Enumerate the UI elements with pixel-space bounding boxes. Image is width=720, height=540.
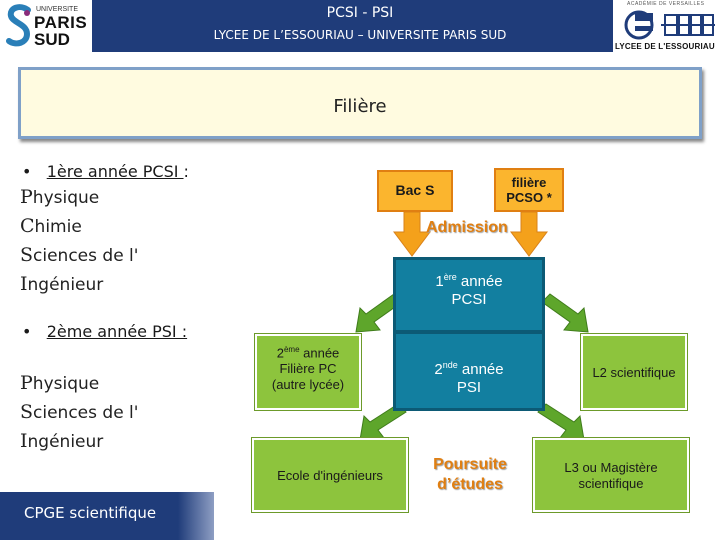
l2-box: L2 scientifique (580, 333, 688, 411)
poursuite-label: Poursuite d’études (410, 455, 530, 501)
subject-physique-2: Physique (20, 372, 100, 394)
ecole-label: Ecole d'ingénieurs (277, 468, 383, 483)
logo-universite-text: UNIVERSITE (36, 6, 79, 13)
footer-bar-left (0, 492, 14, 540)
l2-label: L2 scientifique (592, 365, 676, 380)
paris-sud-logo: UNIVERSITE PARIS SUD (0, 0, 92, 52)
year1-heading: • 1ère année PCSI : (22, 162, 189, 181)
logo-paris-text: PARIS (34, 13, 88, 32)
paris-sud-s-icon (6, 4, 31, 47)
year1-heading-text: 1ère année PCSI (46, 162, 184, 181)
subject-sciences-2: Sciences de l' (20, 401, 139, 423)
bac-s-label: Bac S (395, 182, 435, 198)
pc-line3: (autre lycée) (271, 377, 345, 393)
subject-sciences-1: Sciences de l' (20, 244, 139, 266)
pcso-line2: PCSO * (506, 190, 552, 205)
subject-physique-1: Physique (20, 186, 100, 208)
arrow-bac-to-pcsi (393, 211, 431, 257)
cpge-footer: CPGE scientifique (14, 492, 214, 540)
header-banner (0, 0, 720, 52)
l3-line2: scientifique (578, 476, 644, 491)
pcsi-line1: 1ère année (435, 272, 503, 290)
poursuite-line1: Poursuite (433, 456, 507, 473)
year1-heading-colon: : (183, 162, 189, 181)
pcso-box: filière PCSO * (494, 168, 564, 212)
subject-chimie-1: Chimie (20, 215, 82, 237)
pc-line2: Filière PC (279, 361, 337, 377)
subject-ingenieur-1: Ingénieur (20, 273, 104, 295)
admission-label: Admission (426, 219, 508, 236)
pcso-line1: filière (511, 175, 547, 190)
academie-text: ACADÉMIE DE VERSAILLES (627, 1, 705, 7)
l3-line1: L3 ou Magistère (564, 460, 658, 475)
arrow-pcso-to-pcsi (510, 211, 548, 257)
pcsi-line2: PCSI (451, 291, 487, 308)
filiere-title: Filière (333, 96, 387, 117)
pcsi-box: 1ère année PCSI (393, 257, 545, 333)
lycee-logo: ACADÉMIE DE VERSAILLES LYCEE DE L'ESSOUR… (613, 0, 720, 52)
arrow-pcsi-to-l2 (541, 293, 589, 333)
subject-ingenieur-2: Ingénieur (20, 430, 104, 452)
pc-box: 2ème année Filière PC (autre lycée) (254, 333, 362, 411)
ecole-box: Ecole d'ingénieurs (251, 437, 409, 513)
logo-sud-text: SUD (34, 30, 70, 49)
filiere-banner: Filière (18, 67, 702, 139)
psi-line2: PSI (456, 379, 482, 396)
bac-s-box: Bac S (377, 170, 453, 212)
bullet: • (22, 322, 32, 341)
year2-heading: • 2ème année PSI : (22, 322, 187, 341)
psi-line1: 2nde année (434, 360, 504, 378)
page-title: PCSI - PSI (326, 5, 394, 21)
psi-box: 2nde année PSI (393, 333, 545, 411)
poursuite-line2: d’études (437, 476, 503, 493)
year2-heading-text: 2ème année PSI : (46, 322, 188, 341)
bullet: • (22, 162, 32, 181)
lycee-name-text: LYCEE DE L'ESSOURIAU (615, 42, 715, 51)
pc-line1: 2ème année (276, 345, 340, 361)
cpge-label: CPGE scientifique (24, 504, 157, 522)
l3-box: L3 ou Magistère scientifique (532, 437, 690, 513)
lycee-emblem-icon (624, 10, 715, 40)
page-subtitle: LYCEE DE L’ESSOURIAU – UNIVERSITE PARIS … (213, 28, 507, 42)
